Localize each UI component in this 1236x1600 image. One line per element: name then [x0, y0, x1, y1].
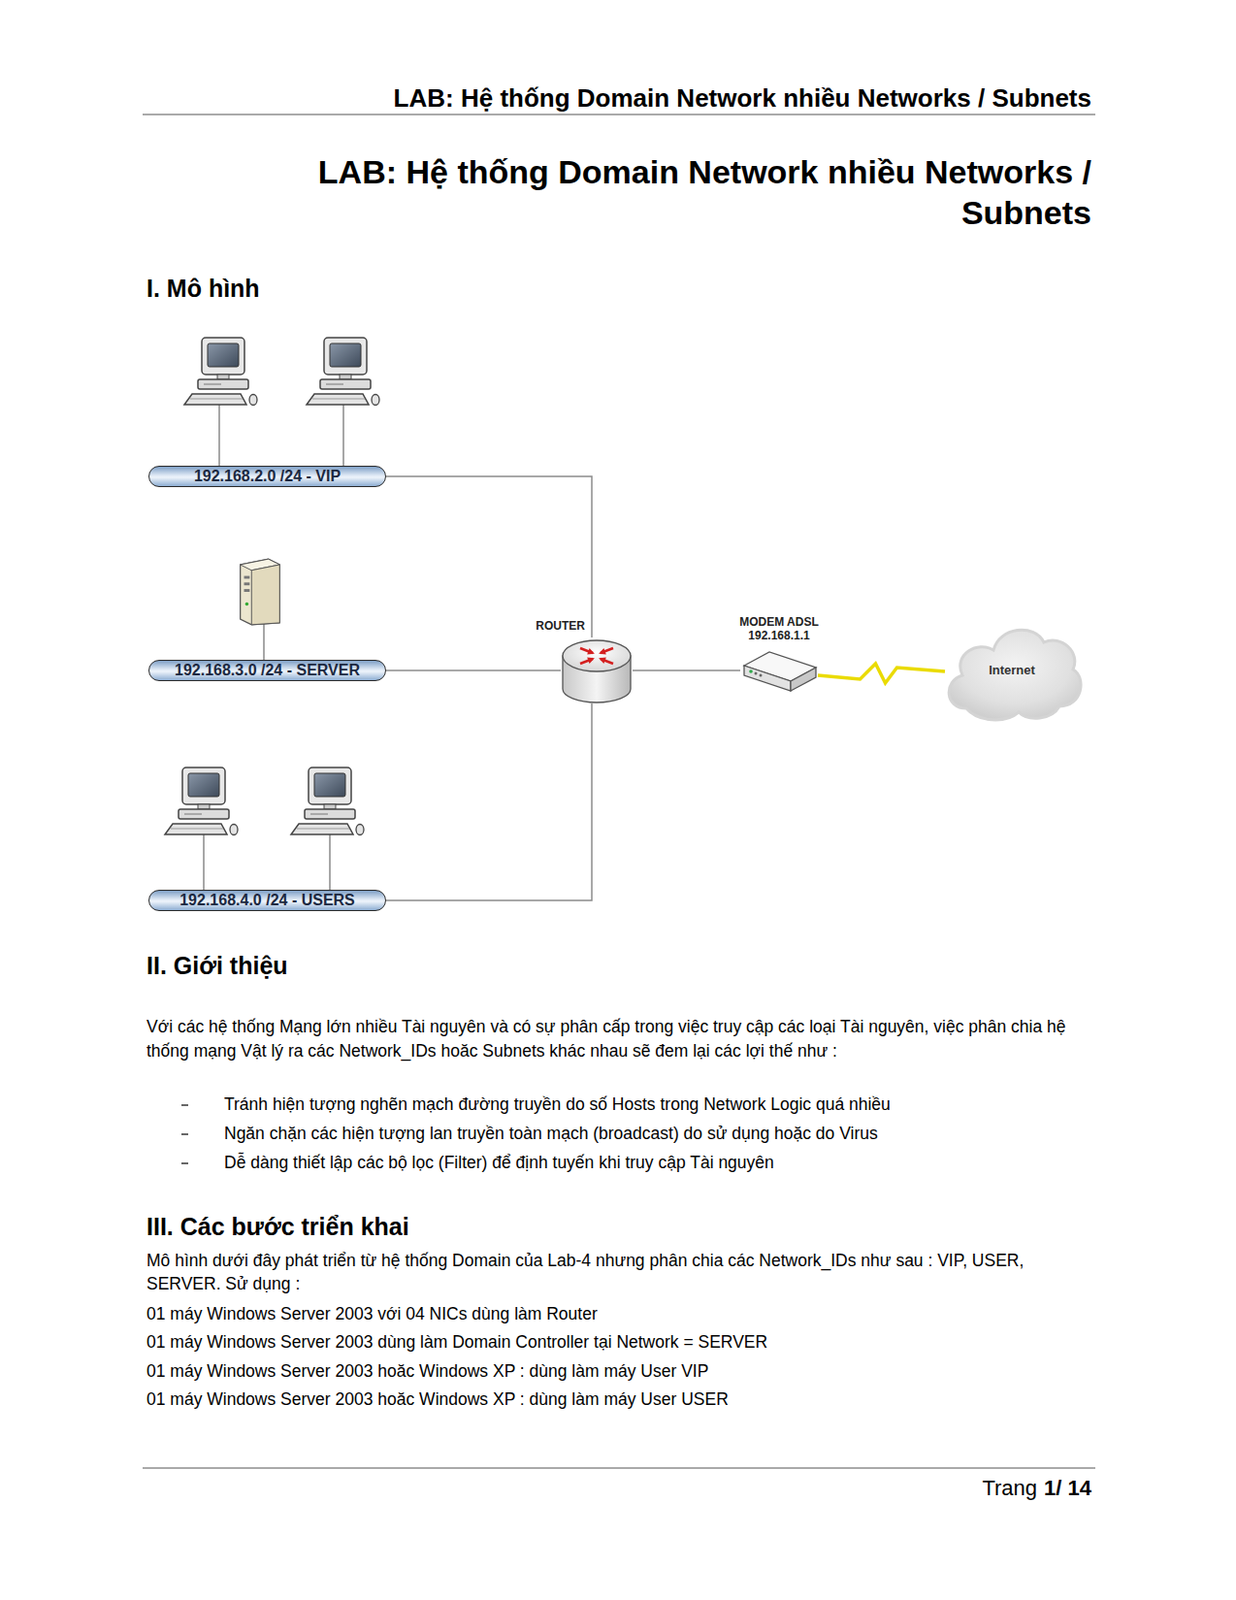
section-heading: I. Mô hình	[146, 272, 261, 305]
bullet-dash	[181, 1133, 189, 1135]
computer-icon	[291, 767, 364, 891]
router-shape	[560, 634, 633, 707]
footer-rule	[142, 1467, 1096, 1469]
computer-icon	[306, 337, 380, 467]
list-line: 01 máy Windows Server 2003 hoăc Windows …	[146, 1360, 1093, 1383]
network-band: 192.168.2.0 /24 - VIP	[148, 465, 387, 488]
bullet-dash	[181, 1104, 189, 1106]
section-heading: II. Giới thiệu	[146, 949, 289, 982]
modem-shape	[740, 646, 818, 697]
computer-icon	[164, 767, 238, 891]
page-title: LAB: Hệ thống Domain Network nhiều Netwo…	[198, 151, 1092, 233]
network-link	[386, 476, 592, 638]
network-label: 192.168.2.0 /24 - VIP	[194, 467, 341, 486]
paragraph: Với các hệ thống Mạng lớn nhiều Tài nguy…	[146, 1014, 1093, 1064]
bullet-item: Ngăn chặn các hiện tượng lan truyền toàn…	[224, 1122, 1098, 1145]
device-label-group: MODEM ADSL192.168.1.1	[739, 615, 819, 643]
device-label: MODEM ADSL	[739, 615, 819, 629]
network-band: 192.168.4.0 /24 - USERS	[148, 889, 387, 911]
page-footer: Trang1/ 14	[981, 1473, 1092, 1502]
router-node: ROUTER	[560, 634, 633, 707]
bullet-dash	[181, 1162, 189, 1164]
bullet-item: Dễ dàng thiết lập các bộ lọc (Filter) để…	[224, 1151, 1098, 1174]
list-line: 01 máy Windows Server 2003 dùng làm Doma…	[146, 1331, 1093, 1354]
network-link	[386, 703, 592, 901]
header-rule	[142, 114, 1096, 116]
bullet-item: Tránh hiện tượng nghẽn mạch đường truyền…	[224, 1093, 1098, 1116]
internet-cloud: Internet	[939, 613, 1085, 726]
computer-icon	[184, 337, 258, 467]
network-label: 192.168.4.0 /24 - USERS	[179, 891, 356, 910]
wireless-link	[817, 663, 945, 684]
device-label: ROUTER	[535, 618, 586, 633]
page-label: Trang	[981, 1473, 1038, 1502]
list-line: 01 máy Windows Server 2003 với 04 NICs d…	[146, 1302, 1093, 1326]
modem-node: MODEM ADSL192.168.1.1	[740, 646, 818, 697]
page-number: 1/ 14	[1043, 1473, 1092, 1502]
running-header: LAB: Hệ thống Domain Network nhiều Netwo…	[393, 81, 1092, 115]
server-icon	[240, 558, 281, 661]
network-band: 192.168.3.0 /24 - SERVER	[148, 659, 387, 682]
list-line: 01 máy Windows Server 2003 hoăc Windows …	[146, 1388, 1093, 1411]
network-link	[386, 669, 561, 672]
network-label: 192.168.3.0 /24 - SERVER	[174, 661, 360, 680]
network-link	[632, 669, 741, 672]
paragraph: Mô hình dưới đây phát triển từ hệ thống …	[146, 1248, 1093, 1296]
device-label: 192.168.1.1	[739, 628, 819, 643]
section-heading: III. Các bước triển khai	[146, 1210, 410, 1243]
cloud-label: Internet	[988, 662, 1036, 678]
